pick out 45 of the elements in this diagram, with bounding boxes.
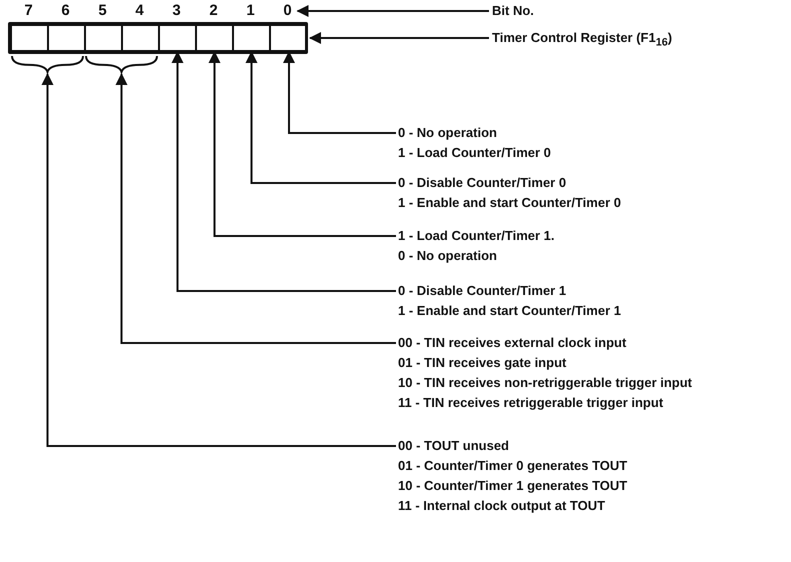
register-bit-cell bbox=[159, 25, 196, 51]
option-text: 0 - No operation bbox=[398, 124, 498, 142]
option-text: 0 - Disable Counter/Timer 0 bbox=[398, 174, 568, 192]
option-text: 00 - TIN receives external clock input bbox=[398, 334, 628, 352]
leader-arrow bbox=[116, 73, 396, 344]
leader-arrow bbox=[208, 51, 396, 237]
option-text: 01 - Counter/Timer 0 generates TOUT bbox=[398, 457, 628, 475]
leader-arrow bbox=[283, 51, 396, 134]
register-bit-cell bbox=[196, 25, 233, 51]
bit-number: 7 bbox=[23, 1, 34, 21]
leader-arrow bbox=[296, 5, 489, 17]
bit-number-label: Bit No. bbox=[492, 2, 534, 20]
option-text: 11 - Internal clock output at TOUT bbox=[398, 497, 606, 515]
option-text: 1 - Enable and start Counter/Timer 0 bbox=[398, 194, 621, 212]
option-text: 01 - TIN receives gate input bbox=[398, 354, 568, 372]
brace-bracket bbox=[11, 55, 84, 73]
option-text: 0 - Disable Counter/Timer 1 bbox=[398, 282, 568, 300]
leader-arrow bbox=[42, 73, 396, 447]
brace-bracket bbox=[85, 55, 158, 73]
bit-number: 1 bbox=[245, 1, 256, 21]
register-bit-cell bbox=[233, 25, 270, 51]
bit-number: 2 bbox=[208, 1, 219, 21]
bit-number: 5 bbox=[97, 1, 108, 21]
option-text: 1 - Load Counter/Timer 1. bbox=[398, 227, 555, 245]
register-bit-cell bbox=[122, 25, 159, 51]
option-text: 1 - Enable and start Counter/Timer 1 bbox=[398, 302, 621, 320]
option-text: 10 - Counter/Timer 1 generates TOUT bbox=[398, 477, 628, 495]
leader-arrow bbox=[172, 51, 396, 292]
bit-number: 4 bbox=[134, 1, 145, 21]
register-bit-cell bbox=[85, 25, 122, 51]
register-bit-cell bbox=[11, 25, 48, 51]
option-text: 10 - TIN receives non-retriggerable trigger input bbox=[398, 374, 692, 392]
option-text: 11 - TIN receives retriggerable trigger input bbox=[398, 394, 664, 412]
leader-arrow bbox=[309, 32, 489, 44]
register-bit-cell bbox=[48, 25, 85, 51]
bit-number: 0 bbox=[282, 1, 293, 21]
bit-number: 3 bbox=[171, 1, 182, 21]
register-bit-cell bbox=[270, 25, 308, 51]
register-box bbox=[8, 22, 308, 54]
option-text: 0 - No operation bbox=[398, 247, 498, 265]
bit-number: 6 bbox=[60, 1, 71, 21]
leader-arrow bbox=[246, 51, 396, 184]
option-text: 00 - TOUT unused bbox=[398, 437, 510, 455]
option-text: 1 - Load Counter/Timer 0 bbox=[398, 144, 551, 162]
register-name-label: Timer Control Register (F1$_{16}$) bbox=[492, 29, 672, 48]
